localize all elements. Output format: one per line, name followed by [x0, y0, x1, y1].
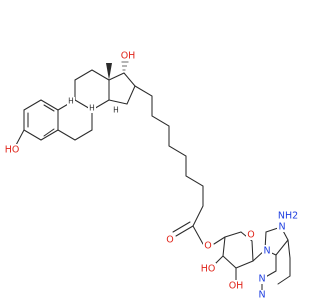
oh-3prime-label: HO: [201, 264, 216, 275]
ester-ch2-bond: [213, 236, 226, 245]
h8-label: H: [68, 97, 74, 106]
molecule-structure: [14, 61, 291, 296]
n7-label: N: [278, 222, 285, 233]
ring-c: [74, 69, 110, 111]
oh-2prime-label: OH: [229, 281, 244, 292]
atom-labels: HO OH O O O HO OH N N N N NH2 H H H: [4, 50, 298, 300]
alkyl-chain: [134, 85, 204, 227]
h14-label: H: [113, 106, 119, 115]
ring-a-aromatic: [23, 99, 59, 141]
nh2-label: NH2: [278, 211, 298, 222]
h9-label: H: [89, 104, 95, 113]
ring-o-label: O: [247, 230, 254, 241]
n3-label: N: [258, 274, 265, 285]
ester-bond: [192, 225, 204, 245]
ring-d: [108, 72, 136, 105]
ester-o-label: O: [204, 241, 211, 252]
n1-label: N: [258, 290, 265, 300]
carbonyl-bond-1: [175, 225, 194, 237]
oh17-hash: [121, 61, 129, 71]
carbonyl-o-label: O: [166, 235, 173, 246]
n9-label: N: [263, 246, 270, 257]
carbonyl-bond-2: [172, 221, 191, 233]
oh-phenol-label: HO: [5, 145, 20, 156]
methyl-wedge: [106, 63, 112, 80]
oh17-label: OH: [121, 51, 136, 62]
